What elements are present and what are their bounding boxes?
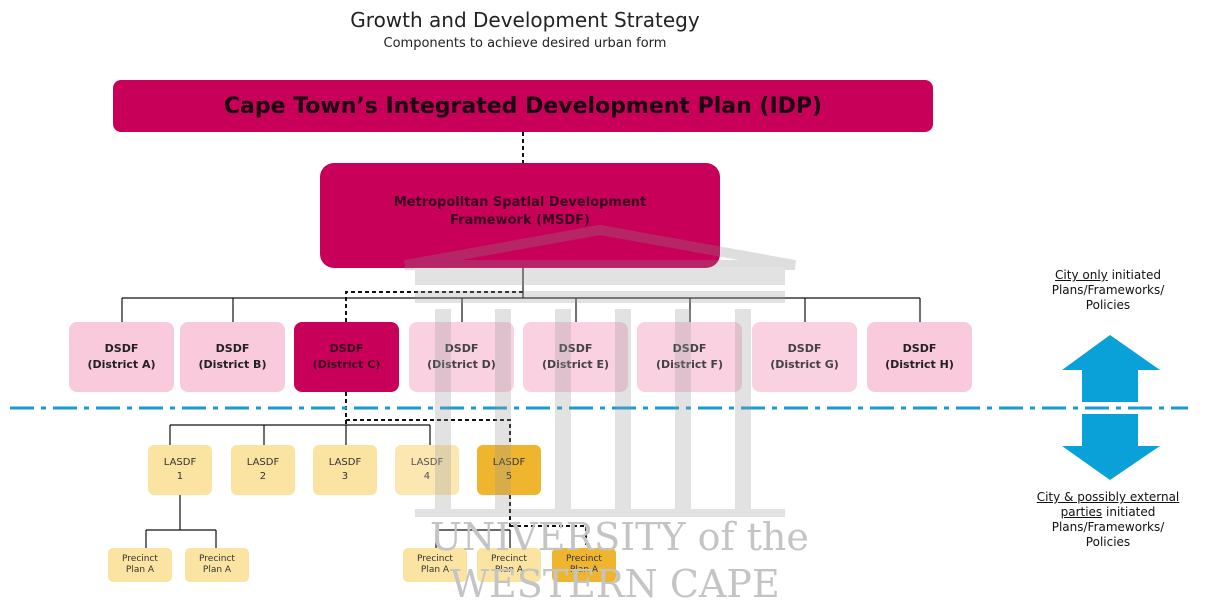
lasdf-3: LASDF 3 — [313, 445, 377, 495]
legend-upper-line3: Policies — [1085, 298, 1131, 312]
dsdf-district-e: DSDF (District E) — [523, 322, 628, 392]
legend-upper: City only initiated Plans/Frameworks/ Po… — [1018, 268, 1198, 313]
legend-upper-rest: initiated — [1107, 268, 1161, 282]
dsdf-district-a: DSDF (District A) — [69, 322, 174, 392]
dsdf-label: DSDF — [329, 342, 364, 355]
dsdf-district-name: (District H) — [885, 358, 954, 371]
precinct-plan: Plan A — [494, 565, 524, 575]
dsdf-district-d: DSDF (District D) — [409, 322, 514, 392]
legend-upper-underlined: City only — [1055, 268, 1108, 282]
university-watermark: UNIVERSITY of the WESTERN CAPE — [404, 224, 809, 605]
legend-lower-line4: Policies — [1085, 535, 1131, 549]
msdf-label-line2: Framework (MSDF) — [450, 212, 590, 228]
lasdf-1: LASDF 1 — [148, 445, 212, 495]
lasdf-number: 1 — [176, 471, 184, 482]
dsdf-district-h: DSDF (District H) — [867, 322, 972, 392]
dsdf-district-c: DSDF (District C) — [294, 322, 399, 392]
dsdf-district-name: (District D) — [427, 358, 496, 371]
dsdf-label: DSDF — [104, 342, 139, 355]
precinct-label: Precinct — [122, 554, 158, 564]
idp-label: Cape Town’s Integrated Development Plan … — [223, 93, 823, 119]
legend-lower-line3: Plans/Frameworks/ — [1051, 520, 1165, 534]
lasdf-label: LASDF — [163, 457, 197, 468]
legend-lower-underlined-2: parties — [1060, 505, 1103, 519]
dsdf-label: DSDF — [902, 342, 937, 355]
lasdf-number: 5 — [493, 470, 525, 484]
dsdf-district-name: (District F) — [656, 358, 724, 371]
precinct-plan: Plan A — [420, 565, 450, 575]
dsdf-district-b: DSDF (District B) — [180, 322, 285, 392]
watermark-line2: WESTERN CAPE — [450, 562, 780, 605]
dsdf-district-g: DSDF (District G) — [752, 322, 857, 392]
precinct-plan: Plan A — [125, 565, 155, 575]
msdf-box: Metropolitan Spatial Development Framewo… — [320, 163, 720, 268]
lasdf-number: 2 — [259, 471, 267, 482]
precinct-label: Precinct — [417, 554, 453, 564]
msdf-label-line1: Metropolitan Spatial Development — [393, 194, 647, 210]
lasdf-5: LASDF5 — [477, 445, 541, 495]
dsdf-district-name: (District C) — [312, 358, 381, 371]
idp-box: Cape Town’s Integrated Development Plan … — [113, 80, 933, 132]
lasdf-number: 4 — [423, 471, 431, 482]
legend-lower: City & possibly external parties initiat… — [1018, 490, 1198, 550]
dsdf-district-f: DSDF(District F) — [637, 322, 742, 392]
dsdf-label: DSDF — [558, 342, 593, 355]
lasdf-label: LASDF — [493, 456, 525, 470]
lasdf-label: LASDF — [328, 457, 362, 468]
dsdf-label: DSDF — [787, 342, 822, 355]
building-watermark-icon — [404, 224, 796, 517]
precinct-label: Precinct — [199, 554, 235, 564]
diagram-title: Growth and Development Strategy — [350, 8, 700, 32]
dsdf-label: DSDF — [444, 342, 479, 355]
diagram-subtitle: Components to achieve desired urban form — [383, 36, 667, 51]
dsdf-label: DSDF — [215, 342, 250, 355]
precinct-label: Precinct — [491, 554, 527, 564]
precinct-label: Precinct — [566, 554, 602, 564]
dsdf-district-name: (District B) — [198, 358, 267, 371]
watermark-line1: UNIVERSITY of the — [430, 515, 809, 559]
lasdf-label: LASDF — [246, 457, 280, 468]
dsdf-label: DSDF — [656, 341, 723, 357]
legend-lower-underlined-1: City & possibly external — [1036, 490, 1180, 504]
lasdf-label: LASDF — [410, 457, 444, 468]
dsdf-district-name: (District E) — [541, 358, 610, 371]
dsdf-district-name: (District A) — [87, 358, 156, 371]
lasdf-2: LASDF 2 — [231, 445, 295, 495]
precinct-plan: Plan A — [569, 565, 599, 575]
lasdf-number: 3 — [341, 471, 349, 482]
precinct-plan: Plan A — [202, 565, 232, 575]
lasdf-4: LASDF 4 — [395, 445, 459, 495]
legend-lower-rest: initiated — [1102, 505, 1156, 519]
legend-upper-line2: Plans/Frameworks/ — [1051, 283, 1165, 297]
dsdf-district-name: (District G) — [770, 358, 839, 371]
